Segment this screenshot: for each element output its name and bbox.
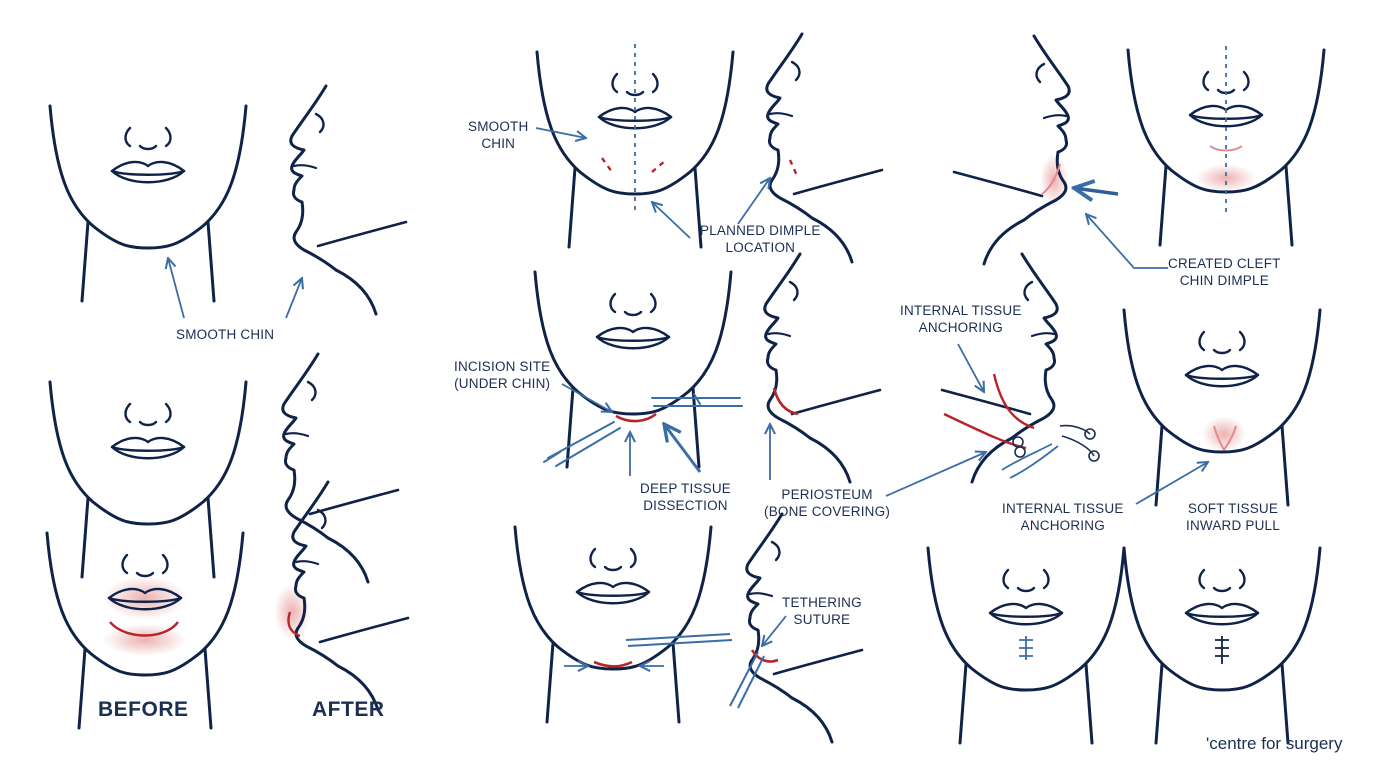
smooth-chin-arrow-2 <box>285 278 302 319</box>
smooth-chin-arrow-1 <box>168 258 185 319</box>
cleft-push-arrow <box>1074 188 1119 194</box>
created-cleft-line-2: CHIN DIMPLE <box>1179 273 1269 288</box>
internal-anchoring-top-line-1: INTERNAL TISSUE <box>900 303 1022 318</box>
soft-tissue-line-1: SOFT TISSUE <box>1187 501 1279 516</box>
tethering-suture-line-2: SUTURE <box>793 612 851 627</box>
step3-tether-line <box>750 649 779 663</box>
left-after-front-face <box>45 531 245 730</box>
deep-tissue-line-1: DEEP TISSUE <box>640 481 731 496</box>
step1-smooth-chin-label: SMOOTH CHIN <box>468 118 528 152</box>
planned-dimple-label: PLANNED DIMPLE LOCATION <box>700 222 821 256</box>
step1-dimple-arrow-2 <box>737 178 770 225</box>
tethering-arrow <box>762 615 787 646</box>
internal-anchoring-bottom-line-1: INTERNAL TISSUE <box>1002 501 1124 516</box>
step2-incision-line <box>615 412 657 423</box>
step3-needle <box>729 651 765 709</box>
soft-tissue-label: SOFT TISSUE INWARD PULL <box>1186 500 1280 534</box>
incision-site-line-2: (UNDER CHIN) <box>454 376 551 391</box>
soft-tissue-arrow <box>1135 462 1208 505</box>
incision-arrow <box>561 383 612 412</box>
left-before-front-face <box>48 104 248 303</box>
left-mid-profile-face <box>281 352 400 584</box>
step3-suture-line <box>593 660 633 668</box>
step3-front-face <box>513 525 713 724</box>
created-cleft-label: CREATED CLEFT CHIN DIMPLE <box>1168 255 1281 289</box>
step1-smooth-chin-arrow <box>535 127 586 138</box>
smooth-chin-label: SMOOTH CHIN <box>176 327 275 342</box>
tethering-suture-label: TETHERING SUTURE <box>782 594 862 628</box>
suture-knot-icon <box>1012 424 1100 462</box>
periosteum-to-anchor-arrow <box>885 452 986 497</box>
step1-smooth-chin-line-2: CHIN <box>481 136 516 151</box>
incision-site-line-1: INCISION SITE <box>454 359 551 374</box>
right-bottom-front-face-1 <box>926 546 1126 745</box>
step1-smooth-chin-line-1: SMOOTH <box>468 119 529 134</box>
right-top-front-face <box>1126 48 1326 247</box>
periosteum-line-1: PERIOSTEUM <box>781 487 873 502</box>
left-before-profile-face <box>289 84 408 316</box>
planned-dimple-line-2: LOCATION <box>725 240 796 255</box>
step1-dimple-marks <box>601 157 667 173</box>
created-cleft-arrow <box>1086 214 1168 269</box>
deep-tissue-line-2: DISSECTION <box>643 498 728 513</box>
after-label: AFTER <box>312 698 385 721</box>
internal-anchoring-top-arrow <box>957 343 984 392</box>
step2-periosteum-line <box>772 387 799 416</box>
left-mid-front-face <box>48 380 248 579</box>
periosteum-label: PERIOSTEUM (BONE COVERING) <box>764 486 890 520</box>
credit-text: 'centre for surgery <box>1206 734 1343 753</box>
periosteum-line-2: (BONE COVERING) <box>764 504 891 519</box>
retractor-icon <box>543 393 743 467</box>
step3-profile-face <box>745 512 864 744</box>
internal-anchoring-bottom-label: INTERNAL TISSUE ANCHORING <box>1002 500 1124 534</box>
soft-tissue-line-2: INWARD PULL <box>1186 518 1280 533</box>
deep-tissue-arrow-2 <box>664 424 702 473</box>
step2-front-face <box>533 270 733 469</box>
before-label: BEFORE <box>98 698 189 721</box>
step3-instrument <box>625 633 733 647</box>
right-top-profile-face <box>952 34 1071 266</box>
incision-site-label: INCISION SITE (UNDER CHIN) <box>454 358 550 392</box>
planned-dimple-line-1: PLANNED DIMPLE <box>700 223 821 238</box>
right-bottom-front-face-2 <box>1122 546 1322 745</box>
internal-anchoring-top-line-2: ANCHORING <box>918 320 1003 335</box>
deep-tissue-label: DEEP TISSUE DISSECTION <box>640 480 731 514</box>
left-after-profile-face <box>274 480 410 712</box>
anchoring-profile-face <box>940 252 1100 484</box>
created-cleft-line-1: CREATED CLEFT <box>1168 256 1281 271</box>
step2-profile-face <box>763 252 882 484</box>
internal-anchoring-top-label: INTERNAL TISSUE ANCHORING <box>900 302 1022 336</box>
step1-profile-dimple-mark <box>788 159 800 179</box>
step1-dimple-arrow-1 <box>652 202 691 239</box>
soft-tissue-front-face <box>1122 308 1322 507</box>
internal-anchoring-bottom-line-2: ANCHORING <box>1020 518 1105 533</box>
tethering-suture-line-1: TETHERING <box>782 595 862 610</box>
